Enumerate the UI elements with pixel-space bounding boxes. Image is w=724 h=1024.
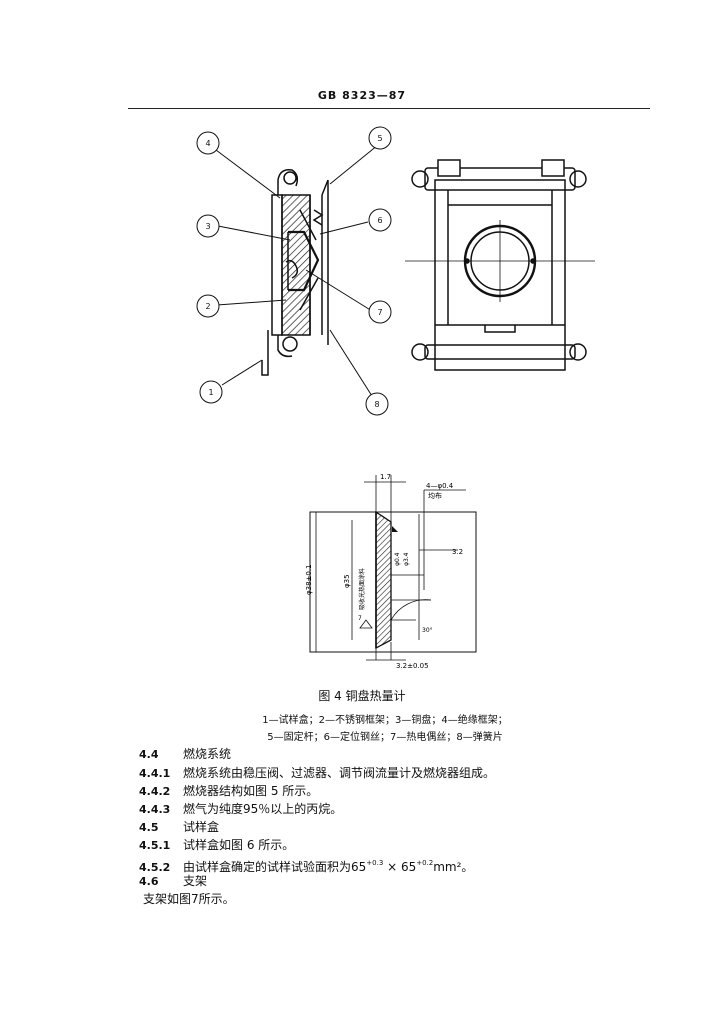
callout-6 [368, 208, 392, 232]
callout-7 [368, 300, 392, 324]
section-text: 试样盒 [183, 820, 220, 834]
section-4-4-3: 4.4.3 燃气为纯度95％以上的丙烷。 [139, 800, 342, 818]
callout-label: 8 [374, 400, 379, 409]
assembly-figure: 4 5 3 6 2 7 1 8 [196, 126, 595, 416]
standard-number: GB 8323—87 [317, 89, 407, 102]
front-view [405, 159, 595, 371]
section-text-unit: mm²。 [433, 860, 474, 874]
section-number: 4.5.2 [139, 861, 171, 874]
section-number: 4.5.1 [139, 839, 171, 852]
section-4-4-2: 4.4.2 燃烧器结构如图 5 所示。 [139, 782, 318, 800]
section-number: 4.6 [139, 875, 159, 888]
callout-label: 1 [208, 388, 213, 397]
callout-8 [365, 392, 389, 416]
section-4-5-2: 4.5.2 由试样盒确定的试样试验面积为65+0.3 × 65+0.2mm²。 [139, 854, 474, 874]
section-number: 4.4.1 [139, 767, 171, 780]
callout-label: 4 [205, 139, 210, 148]
callout-label: 6 [377, 216, 382, 225]
callout-5 [368, 126, 392, 150]
section-number: 4.5 [139, 821, 159, 834]
dim-outer-dia: φ38±0.1 [305, 564, 313, 595]
dim-small-b: φ3.4 [403, 552, 410, 566]
callout-1 [199, 380, 223, 404]
section-4-5-1: 4.5.1 试样盒如图 6 所示。 [139, 836, 294, 854]
section-4-4: 4.4 燃烧系统 [139, 745, 231, 763]
dim-small-a: φ0.4 [394, 552, 401, 566]
section-text: 燃气为纯度95％以上的丙烷。 [183, 802, 343, 816]
figure4-section: 1.7 4—φ0.4 均布 3.2 φ38±0.1 φ35 吸收光热面涂料 φ0… [305, 473, 477, 670]
callout-leaders [215, 144, 379, 397]
figure4-legend-line1: 1—试样盒；2—不锈钢框架；3—铜盘；4—绝缘框架； [262, 715, 508, 726]
side-view [261, 168, 329, 376]
tolerance-1: +0.3 [366, 859, 384, 867]
callout-label: 5 [377, 134, 382, 143]
section-4-5: 4.5 试样盒 [139, 818, 219, 836]
section-text: 由试样盒确定的试样试验面积为65 [183, 860, 367, 874]
section-number: 4.4.3 [139, 803, 171, 816]
callout-4 [196, 131, 220, 155]
callout-label: 2 [205, 302, 210, 311]
figure4-caption: 图 4 铜盘热量计 [318, 689, 406, 703]
dim-right: 3.2 [452, 548, 463, 556]
callout-circles [196, 126, 392, 416]
section-text: 支架 [183, 874, 208, 888]
header-rule [128, 108, 650, 109]
dim-bottom: 3.2±0.05 [396, 662, 429, 670]
callout-label: 7 [377, 308, 382, 317]
section-number: 4.4.2 [139, 785, 171, 798]
dim-inner-dia: φ35 [343, 574, 351, 588]
coating-label: 吸收光热面涂料 [358, 568, 366, 610]
dim-holes: 4—φ0.4 [426, 482, 454, 490]
section-text: 试样盒如图 6 所示。 [183, 838, 295, 852]
figure4-legend-line2: 5—固定杆；6—定位钢丝；7—热电偶丝；8—弹簧片 [267, 732, 503, 743]
section-4-6: 4.6 支架 [139, 872, 207, 890]
section-text-mid: × 65 [383, 860, 417, 874]
section-4-4-1: 4.4.1 燃烧系统由稳压阀、过滤器、调节阀流量计及燃烧器组成。 [139, 764, 495, 782]
dim-holes-note: 均布 [428, 491, 442, 500]
callout-label: 3 [205, 222, 210, 231]
section-text: 支架如图7所示。 [143, 892, 235, 906]
tolerance-2: +0.2 [416, 859, 434, 867]
dim-tube: 1.7 [380, 473, 391, 481]
section-text: 燃烧系统由稳压阀、过滤器、调节阀流量计及燃烧器组成。 [183, 766, 496, 780]
section-4-6-body: 支架如图7所示。 [143, 890, 235, 908]
callout-3 [196, 214, 220, 238]
mark-7: 7 [358, 615, 362, 622]
dim-angle: 30° [422, 627, 433, 634]
section-number: 4.4 [139, 748, 159, 761]
section-text: 燃烧器结构如图 5 所示。 [183, 784, 319, 798]
section-text: 燃烧系统 [183, 747, 232, 761]
callout-2 [196, 294, 220, 318]
